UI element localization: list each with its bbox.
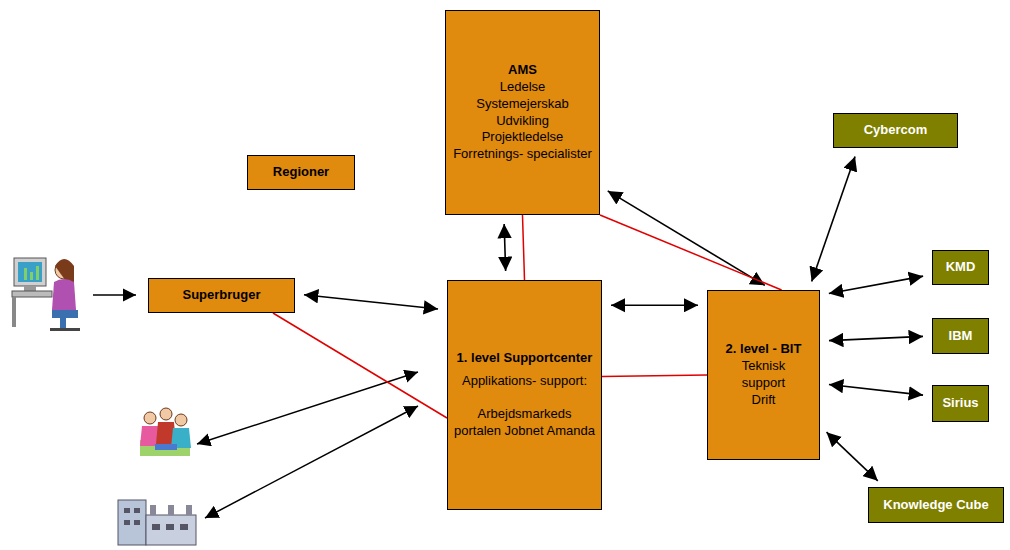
double-arrow: [608, 191, 765, 285]
double-arrow: [812, 157, 855, 282]
box-text: Arbejdsmarkeds portalen Jobnet Amanda: [453, 406, 596, 440]
region-box: Regioner: [247, 155, 355, 190]
double-arrow: [504, 224, 505, 271]
box-heading: Superbruger: [182, 287, 260, 304]
box-text: Forretnings- specialister: [453, 146, 592, 163]
box-text: support: [742, 375, 785, 392]
vendor-box: Knowledge Cube: [868, 487, 1004, 523]
building-arrow: [205, 406, 418, 518]
red-link-line: [600, 215, 782, 290]
double-arrow: [829, 336, 923, 340]
group-arrow: [197, 372, 418, 444]
red-link-line: [602, 375, 707, 377]
vendor-box: Cybercom: [833, 113, 958, 148]
box-heading: Sirius: [942, 395, 978, 412]
vendor-box: Sirius: [932, 385, 989, 422]
vendor-box: KMD: [932, 250, 989, 285]
red-link-line: [523, 215, 525, 280]
double-arrow: [611, 304, 698, 306]
double-arrow: [304, 295, 438, 309]
box-text: Applikations- support:: [462, 373, 587, 390]
org-box: AMSLedelseSystemejerskabUdviklingProjekt…: [445, 10, 600, 215]
building-icon: [118, 500, 196, 545]
box-heading: 2. level - BIT: [726, 341, 802, 358]
vendor-box: IBM: [932, 318, 989, 354]
support-box: 2. level - BITTeknisksupportDrift: [707, 290, 820, 460]
double-arrow: [829, 385, 923, 396]
box-text: Drift: [752, 392, 776, 409]
box-heading: Regioner: [273, 164, 329, 181]
role-box: Superbruger: [148, 278, 295, 313]
box-text: Ledelse: [500, 79, 546, 96]
box-heading: IBM: [949, 328, 973, 345]
box-text: Teknisk: [742, 358, 785, 375]
red-link-line: [273, 313, 447, 418]
box-heading: KMD: [946, 259, 976, 276]
box-heading: Knowledge Cube: [883, 497, 988, 514]
user-icon: [12, 258, 80, 331]
support-box: 1. level SupportcenterApplikations- supp…: [447, 280, 602, 510]
box-text: Projektledelse: [482, 129, 564, 146]
box-heading: 1. level Supportcenter: [457, 350, 593, 367]
box-heading: Cybercom: [864, 122, 928, 139]
double-arrow: [827, 432, 878, 481]
group-icon: [140, 408, 191, 456]
box-text: Udvikling: [496, 113, 549, 130]
box-heading: AMS: [508, 62, 537, 79]
box-text: Systemejerskab: [476, 96, 568, 113]
user-arrow: [93, 294, 136, 296]
double-arrow: [829, 276, 923, 293]
